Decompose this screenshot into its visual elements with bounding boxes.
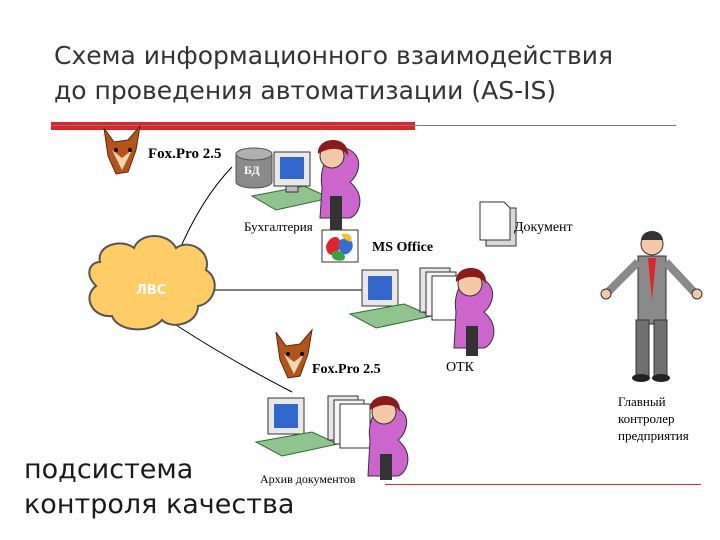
ms-office-label: MS Office <box>372 240 434 255</box>
otk-workstation <box>348 267 495 356</box>
database-cylinder <box>235 147 273 189</box>
accounting-workstation <box>250 140 361 230</box>
subsystem-caption-line-1: подсистема <box>24 454 194 485</box>
fox-logo-bottom <box>275 328 313 379</box>
foxpro-top-label: Fox.Pro 2.5 <box>148 146 222 162</box>
otk-label: ОТК <box>446 360 474 375</box>
chief-controller-line-1: Главный <box>618 394 666 409</box>
subsystem-caption: подсистема контроля качества <box>24 452 294 522</box>
lan-label: ЛВС <box>136 283 167 298</box>
foxpro-bottom-label: Fox.Pro 2.5 <box>312 362 381 377</box>
slide-title-line-2: до проведения автоматизации (AS-IS) <box>54 76 557 105</box>
chief-controller-line-2: контролер <box>618 411 675 426</box>
slide-title-line-1: Схема информационного взаимодействия <box>54 41 613 70</box>
title-divider <box>51 125 676 126</box>
fox-logo-top <box>103 124 141 175</box>
archive-workstation <box>254 395 409 480</box>
chief-controller-figure <box>600 231 703 382</box>
lan-cloud <box>88 235 216 331</box>
bottom-accent-line <box>385 484 701 485</box>
document-icon <box>479 201 517 247</box>
title-accent-bar <box>51 122 415 130</box>
link-lan-archive <box>175 324 293 393</box>
subsystem-caption-line-2: контроля качества <box>24 489 295 520</box>
document-label: Документ <box>514 220 573 235</box>
slide-title: Схема информационного взаимодействия до … <box>54 38 694 108</box>
chief-controller-line-3: предприятия <box>618 428 689 443</box>
ms-office-logo <box>321 229 359 263</box>
chief-controller-label: Главный контролер предприятия <box>618 393 689 444</box>
database-label: БД <box>244 163 260 177</box>
accounting-label: Бухгалтерия <box>244 219 313 234</box>
archive-label: Архив документов <box>260 472 356 486</box>
